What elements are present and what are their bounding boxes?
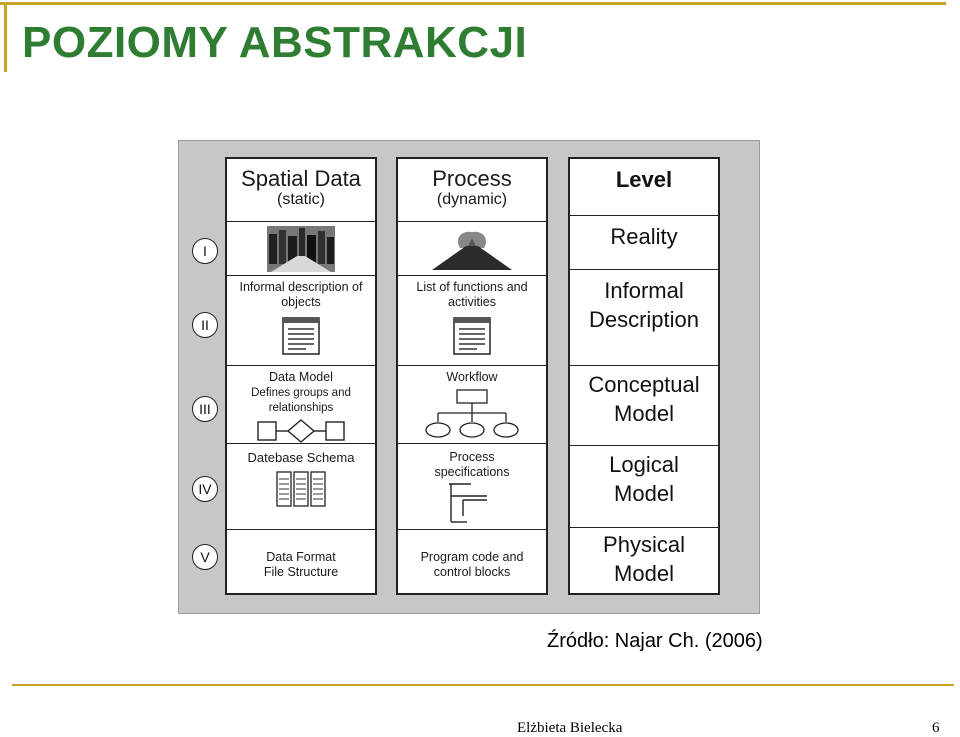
- bottom-rule: [12, 684, 954, 686]
- level-physical-cell: Physical Model: [570, 527, 718, 597]
- database-tables-icon: [276, 471, 326, 507]
- workflow-tree-icon: [425, 389, 519, 438]
- spatial-informal-cell: Informal description of objects: [227, 275, 375, 365]
- author-footer: Elżbieta Bielecka: [517, 720, 623, 736]
- spatial-schema-cell: Datebase Schema: [227, 443, 375, 529]
- roman-level-1: I: [192, 238, 218, 264]
- spatial-subtitle: (static): [277, 191, 325, 208]
- roman-level-5: V: [192, 544, 218, 570]
- process-reality-cell: [398, 221, 546, 275]
- process-header: Process (dynamic): [398, 159, 546, 221]
- process-informal-cell: List of functions and activities: [398, 275, 546, 365]
- spatial-data-model-cell: Data Model Defines groups and relationsh…: [227, 365, 375, 443]
- data-model-note: Defines groups and relationships: [251, 387, 351, 414]
- level-logical-cell: Logical Model: [570, 445, 718, 527]
- code-structure-icon: [449, 483, 487, 523]
- slide-title: POZIOMY ABSTRAKCJI: [22, 18, 528, 67]
- document-icon: [453, 317, 491, 355]
- program-code-label: Program code and control blocks: [420, 550, 524, 579]
- database-schema-label: Datebase Schema: [247, 450, 355, 465]
- roman-level-2: II: [192, 312, 218, 338]
- process-title: Process: [432, 166, 512, 191]
- level-title: Level: [615, 167, 673, 192]
- level-informal-cell: Informal Description: [570, 269, 718, 365]
- level-reality-cell: Reality: [570, 215, 718, 269]
- level-column: Level Reality Informal Description Conce…: [568, 157, 720, 595]
- level-physical-model: Physical Model: [603, 532, 685, 586]
- source-caption: Źródło: Najar Ch. (2006): [547, 630, 763, 652]
- spatial-reality-cell: [227, 221, 375, 275]
- functions-list-text: List of functions and activities: [416, 280, 528, 309]
- spatial-format-cell: Data Format File Structure: [227, 529, 375, 597]
- city-photo-icon: [267, 226, 335, 272]
- abstraction-levels-figure: I II III IV V Spatial Data (static) Info…: [178, 140, 760, 614]
- process-column: Process (dynamic) List of functions and …: [396, 157, 548, 595]
- level-reality: Reality: [610, 224, 678, 249]
- process-workflow-cell: Workflow: [398, 365, 546, 443]
- level-logical-model: Logical Model: [609, 452, 679, 506]
- data-model-label: Data Model: [269, 370, 333, 384]
- process-code-cell: Program code and control blocks: [398, 529, 546, 597]
- page-number: 6: [932, 720, 940, 736]
- spatial-title: Spatial Data: [241, 166, 361, 191]
- level-informal-description: Informal Description: [588, 278, 700, 332]
- level-conceptual-cell: Conceptual Model: [570, 365, 718, 445]
- process-spec-label: Process specifications: [434, 450, 510, 479]
- entity-relationship-icon: [257, 419, 345, 443]
- spatial-data-column: Spatial Data (static) Informal descripti…: [225, 157, 377, 595]
- data-format-label: Data Format File Structure: [263, 550, 339, 579]
- spatial-header: Spatial Data (static): [227, 159, 375, 221]
- process-spec-cell: Process specifications: [398, 443, 546, 529]
- roman-level-4: IV: [192, 476, 218, 502]
- volcano-photo-icon: [432, 231, 512, 270]
- process-subtitle: (dynamic): [436, 191, 508, 208]
- top-rule: [0, 2, 946, 5]
- document-icon: [282, 317, 320, 355]
- left-rule: [4, 2, 7, 72]
- roman-level-3: III: [192, 396, 218, 422]
- level-header: Level: [570, 159, 718, 215]
- level-conceptual-model: Conceptual Model: [588, 372, 700, 426]
- workflow-label: Workflow: [446, 370, 498, 384]
- spatial-informal-text: Informal description of objects: [239, 280, 363, 309]
